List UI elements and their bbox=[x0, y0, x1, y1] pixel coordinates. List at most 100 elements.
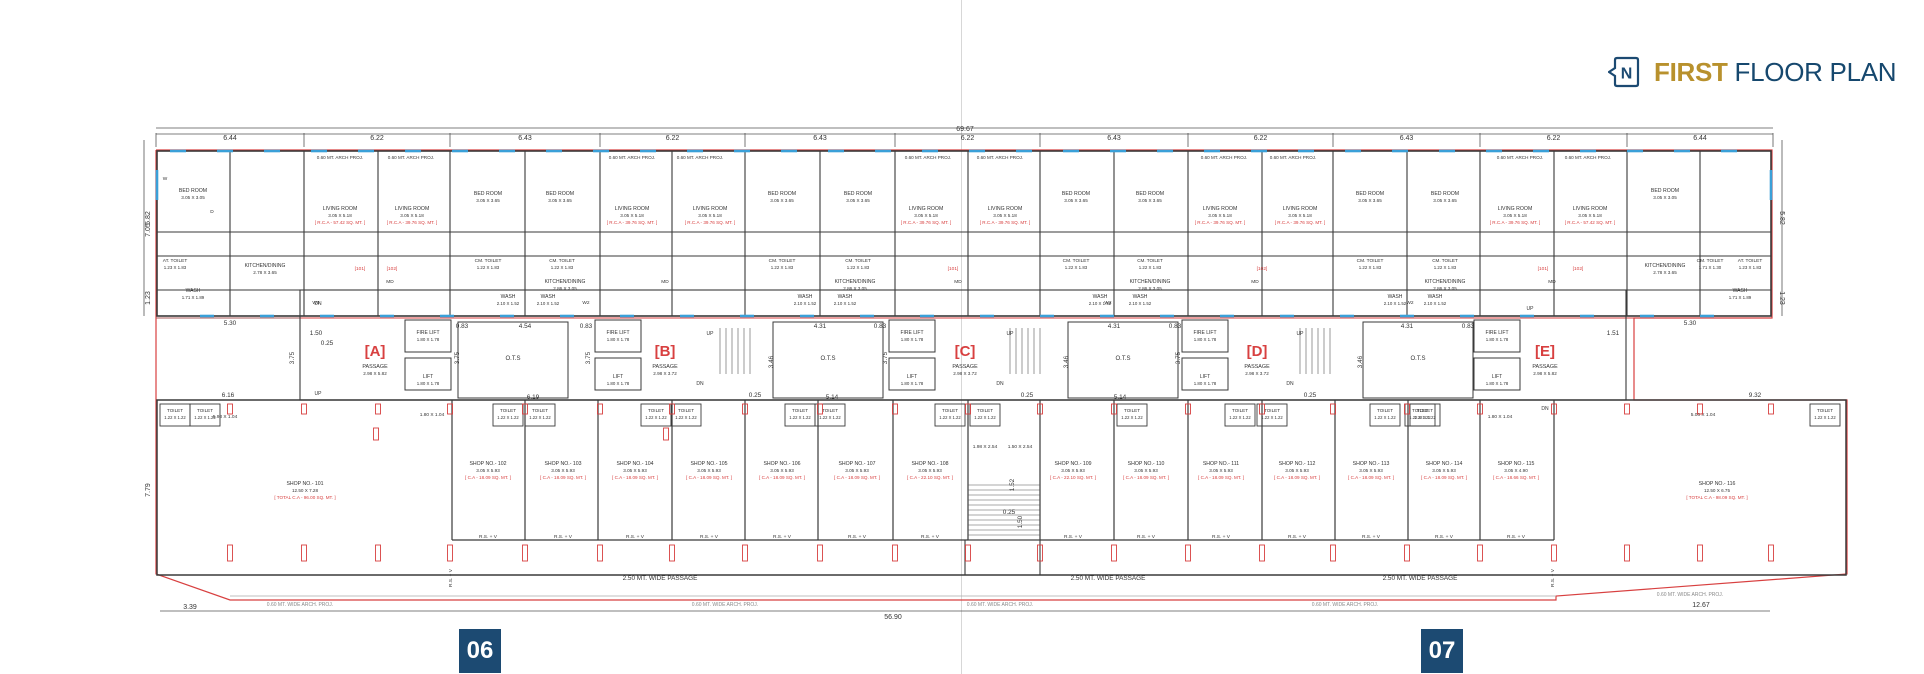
dimension-label: 3.75 bbox=[585, 351, 592, 364]
room-code-label: [101] bbox=[355, 266, 366, 272]
arch-projection-label: 0.60 MT. ARCH PROJ. bbox=[677, 155, 723, 160]
fire-lift-label: FIRE LIFT bbox=[1485, 330, 1508, 336]
room-size-label: 2.10 X 1.52 bbox=[834, 301, 857, 306]
room-code-label: [102] bbox=[387, 266, 398, 272]
fire-lift-shaft bbox=[1473, 319, 1521, 353]
dimension-label: 6.22 bbox=[370, 135, 384, 142]
arch-projection-label: 0.60 MT. ARCH PROJ. bbox=[1497, 155, 1543, 160]
structural-column bbox=[1768, 544, 1774, 562]
room-size-label: 3.05 X 3.65 bbox=[476, 198, 500, 203]
shop-size-label: 12.50 X 6.75 bbox=[1704, 488, 1730, 493]
room-size-label: 2.98 X 5.82 bbox=[363, 371, 387, 376]
structural-column bbox=[597, 403, 603, 415]
overall-dimension-label: 69.67 bbox=[956, 126, 974, 133]
room-size-label: 1.22 X 1.22 bbox=[974, 415, 996, 420]
toilet-label: TOILET bbox=[1817, 408, 1833, 413]
room-label-toilet: CM. TOILET bbox=[1697, 258, 1724, 264]
room-size-label: 1.22 X 1.22 bbox=[1374, 415, 1396, 420]
structural-column bbox=[1551, 544, 1557, 562]
room-label-bedroom: BED ROOM bbox=[179, 188, 207, 194]
room-label-wash: WASH bbox=[798, 294, 813, 300]
room-code-label: MD bbox=[1251, 279, 1259, 285]
logo-letter: N bbox=[1621, 66, 1633, 83]
shop-size-label: 3.05 X 5.93 bbox=[1359, 468, 1383, 473]
structural-column bbox=[1037, 403, 1043, 415]
dimension-label: 6.43 bbox=[1107, 135, 1121, 142]
page-number: 07 bbox=[1428, 637, 1456, 664]
rs-label: R.S. + V bbox=[773, 534, 792, 540]
toilet-label: TOILET bbox=[942, 408, 958, 413]
dimension-label: 0.83 bbox=[580, 323, 593, 330]
room-size-label: 1.22 X 1.22 bbox=[645, 415, 667, 420]
shop-number-label: SHOP NO.- 106 bbox=[763, 461, 800, 467]
dimension-label: 0.83 bbox=[1169, 323, 1182, 330]
room-size-label: 1.22 X 1.22 bbox=[194, 415, 216, 420]
dimension-label: 6.43 bbox=[1400, 135, 1414, 142]
room-size-label: 1.80 X 1.78 bbox=[1486, 381, 1509, 386]
room-label-wash: WASH bbox=[1733, 288, 1748, 294]
room-label-living: LIVING ROOM bbox=[395, 206, 430, 212]
shop-size-label: 3.05 X 5.93 bbox=[1432, 468, 1456, 473]
room-label-living: LIVING ROOM bbox=[1283, 206, 1318, 212]
shop-size-label: 3.05 X 5.93 bbox=[623, 468, 647, 473]
arch-projection-label: 0.60 MT. WIDE ARCH. PROJ. bbox=[967, 602, 1033, 608]
room-size-label: 2.10 X 1.52 bbox=[537, 301, 560, 306]
structural-column bbox=[227, 403, 233, 415]
dimension-label: 3.75 bbox=[289, 351, 296, 364]
room-label-kitchen: KITCHEN/DINING bbox=[1130, 279, 1171, 285]
room-size-label: 3.05 X 5.18 bbox=[620, 213, 644, 218]
arch-projection-label: 0.60 MT. ARCH PROJ. bbox=[388, 155, 434, 160]
lift-shaft bbox=[594, 357, 642, 391]
room-code-label: [102] bbox=[1257, 266, 1268, 272]
toilet-label: TOILET bbox=[1417, 408, 1433, 413]
room-size-label: 2.86 X 3.05 bbox=[553, 286, 577, 291]
shop-size-label: 3.05 X 5.93 bbox=[551, 468, 575, 473]
structural-column bbox=[1697, 403, 1703, 415]
stair-up-label: UP bbox=[1007, 331, 1015, 337]
room-size-label: 1.22 X 1.22 bbox=[1414, 415, 1436, 420]
shop-size-label: 3.05 X 5.93 bbox=[1134, 468, 1158, 473]
room-label-bedroom: BED ROOM bbox=[1136, 191, 1164, 197]
shop-carpet-area: [ C.A - 22.10 SQ. MT. ] bbox=[907, 475, 953, 480]
dimension-label: 6.19 bbox=[527, 394, 540, 401]
toilet-label: TOILET bbox=[167, 408, 183, 413]
dimension-label: 12.67 bbox=[1692, 602, 1710, 609]
shop-carpet-area: [ C.A - 18.09 SQ. MT. ] bbox=[1198, 475, 1244, 480]
room-label-bedroom: BED ROOM bbox=[844, 191, 872, 197]
room-size-label: 1.22 X 1.83 bbox=[477, 265, 500, 270]
dimension-label: 4.31 bbox=[1401, 323, 1414, 330]
room-size-label: 1.23 X 1.83 bbox=[1739, 265, 1762, 270]
shop-carpet-area: [ C.A - 18.09 SQ. MT. ] bbox=[1123, 475, 1169, 480]
shop-toilet bbox=[1116, 403, 1148, 427]
dimension-label: 7.05 bbox=[145, 223, 152, 237]
room-size-label: 3.05 X 3.65 bbox=[1433, 198, 1457, 203]
room-size-label: 3.05 X 3.65 bbox=[1138, 198, 1162, 203]
room-size-label: 5.93 X 1.04 bbox=[213, 414, 238, 420]
room-label-toilet: CM. TOILET bbox=[1357, 258, 1384, 264]
structural-column bbox=[522, 403, 528, 415]
room-label-bedroom: BED ROOM bbox=[1356, 191, 1384, 197]
room-size-label: 1.22 X 1.22 bbox=[789, 415, 811, 420]
shop-number-label: SHOP NO.- 107 bbox=[838, 461, 875, 467]
room-size-label: 1.22 X 1.22 bbox=[939, 415, 961, 420]
shop-toilet bbox=[934, 403, 966, 427]
toilet-label: TOILET bbox=[500, 408, 516, 413]
room-label-living: LIVING ROOM bbox=[909, 206, 944, 212]
room-label-wash: WASH bbox=[186, 288, 201, 294]
dimension-label: 4.31 bbox=[1108, 323, 1121, 330]
structural-column bbox=[1404, 403, 1410, 415]
page-title: FIRST FLOOR PLAN bbox=[1654, 57, 1897, 88]
dimension-label: 3.39 bbox=[183, 604, 197, 611]
room-label-living: LIVING ROOM bbox=[693, 206, 728, 212]
toilet-label: TOILET bbox=[678, 408, 694, 413]
room-label-living: LIVING ROOM bbox=[615, 206, 650, 212]
rs-label: R.S. + V bbox=[1435, 534, 1454, 540]
dimension-label: 0.25 bbox=[1304, 392, 1317, 399]
stair-up-label: UP bbox=[315, 391, 323, 397]
toilet-label: TOILET bbox=[1377, 408, 1393, 413]
room-label-living: LIVING ROOM bbox=[1573, 206, 1608, 212]
room-label-toilet: CM. TOILET bbox=[1063, 258, 1090, 264]
shop-carpet-area: [ C.A - 18.09 SQ. MT. ] bbox=[759, 475, 805, 480]
room-size-label: 1.71 X 1.89 bbox=[182, 295, 205, 300]
shop-size-label: 3.05 X 5.93 bbox=[1209, 468, 1233, 473]
